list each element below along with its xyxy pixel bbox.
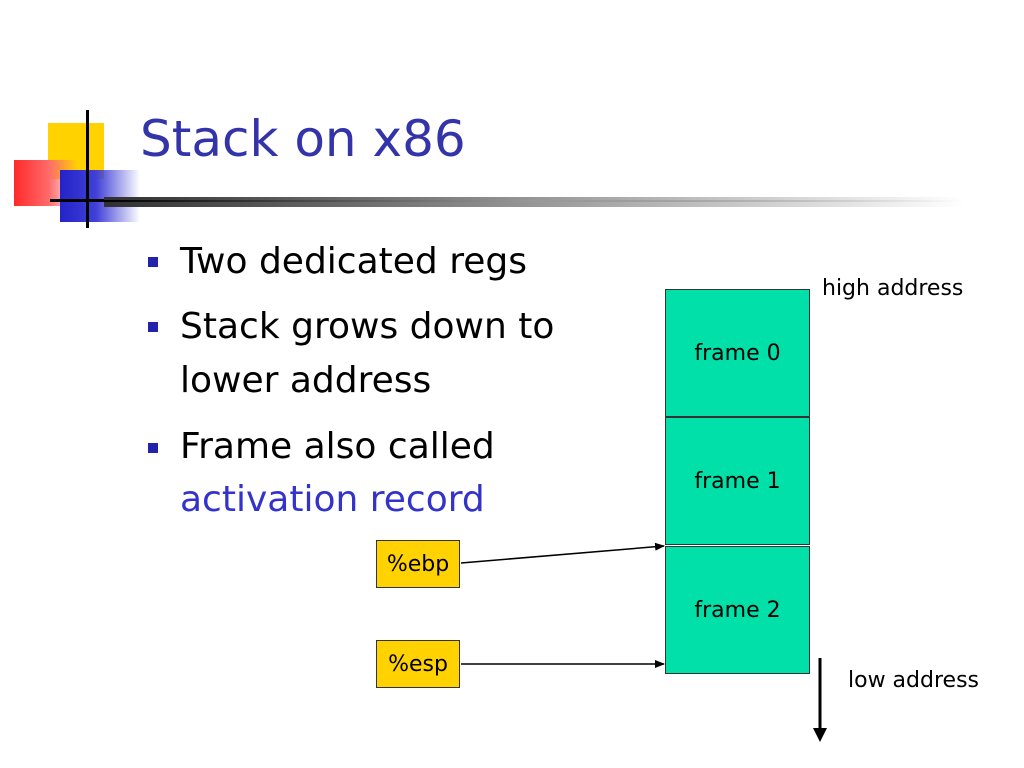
esp-register-box: %esp [376,640,460,688]
stack-frame-2: frame 2 [665,546,810,674]
bullet-marker [148,257,158,267]
bullet-1-line-1: Two dedicated regs [180,241,527,282]
bullet-2-line-1: Stack grows down to [180,306,555,347]
title-rule [104,197,964,207]
esp-register-label: %esp [388,651,448,677]
logo-horizontal-line [50,199,110,202]
stack-frame-0-label: frame 0 [694,340,781,366]
bullet-marker [148,322,158,332]
bullet-3-line-1: Frame also called [180,426,495,467]
growth-direction-arrowhead [813,728,827,742]
bullet-marker [148,443,158,453]
page-title: Stack on x86 [140,110,466,168]
bullet-3-highlight: activation record [180,479,485,520]
logo-blue-square [60,170,140,222]
high-address-label: high address [822,276,964,301]
stack-frame-0: frame 0 [665,289,810,417]
low-address-label: low address [848,668,979,693]
ebp-register-box: %ebp [376,540,460,588]
stack-frame-1-label: frame 1 [694,468,781,494]
logo-vertical-line [86,110,89,228]
stack-frame-1: frame 1 [665,417,810,545]
stack-frame-2-label: frame 2 [694,597,781,623]
bullet-2-line-2: lower address [180,360,432,401]
ebp-pointer-arrow [460,542,665,564]
ebp-register-label: %ebp [386,551,450,577]
